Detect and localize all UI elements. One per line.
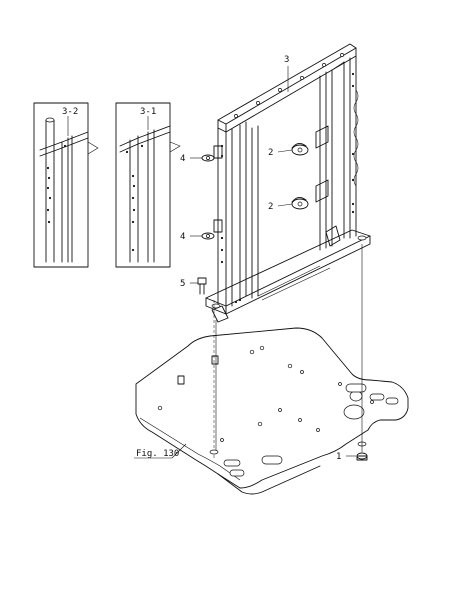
- detail-box-3-2: 3-2: [33, 102, 99, 268]
- detail-box-3-1: 3-1: [115, 102, 181, 268]
- assembly-guide-lines: [215, 244, 363, 452]
- label-part-5: 5: [180, 279, 185, 289]
- post-holes: [46, 144, 67, 224]
- label-part-3-1: 3-1: [140, 107, 156, 117]
- rail-holes: [125, 144, 144, 252]
- nut: [346, 452, 368, 461]
- label-part-4-upper: 4: [180, 154, 185, 164]
- bracket-upper: [190, 145, 223, 162]
- bolt: [190, 277, 215, 460]
- label-part-3-2: 3-2: [62, 107, 78, 117]
- bracket-lower: [190, 219, 223, 240]
- label-part-1: 1: [336, 452, 341, 462]
- clamp-lower: [277, 179, 329, 210]
- label-part-4-lower: 4: [180, 232, 185, 242]
- label-part-3: 3: [284, 55, 289, 65]
- label-part-2-upper: 2: [268, 148, 273, 158]
- plate-holes: [157, 345, 374, 454]
- post-holes-front: [220, 72, 355, 264]
- clamp-upper: [277, 125, 329, 156]
- frame-assembly: 3: [205, 43, 371, 323]
- top-beam-holes: [234, 53, 344, 118]
- fig-reference: Fig. 130: [134, 443, 187, 459]
- base-plate: [135, 327, 409, 495]
- fig-reference-label: Fig. 130: [136, 449, 179, 459]
- label-part-2-lower: 2: [268, 202, 273, 212]
